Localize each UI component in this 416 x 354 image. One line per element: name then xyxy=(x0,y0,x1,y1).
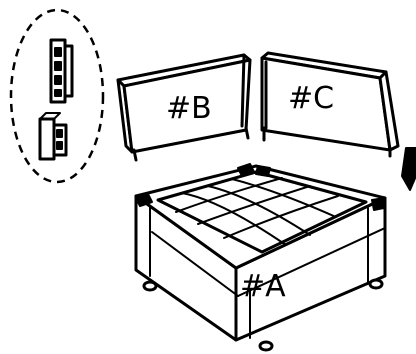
piece-label-a: #A xyxy=(240,269,286,304)
arrow-down-icon xyxy=(401,147,416,191)
back-panel-c xyxy=(260,51,400,158)
short-bracket-icon xyxy=(38,112,68,161)
piece-label-b: #B xyxy=(166,91,212,126)
hardware-callout xyxy=(9,8,105,184)
seat-module-a xyxy=(134,163,387,352)
back-panel-b xyxy=(116,53,252,162)
piece-label-c: #C xyxy=(288,81,334,116)
long-bracket-icon xyxy=(49,38,74,104)
hardware-callout-outline xyxy=(9,8,105,184)
